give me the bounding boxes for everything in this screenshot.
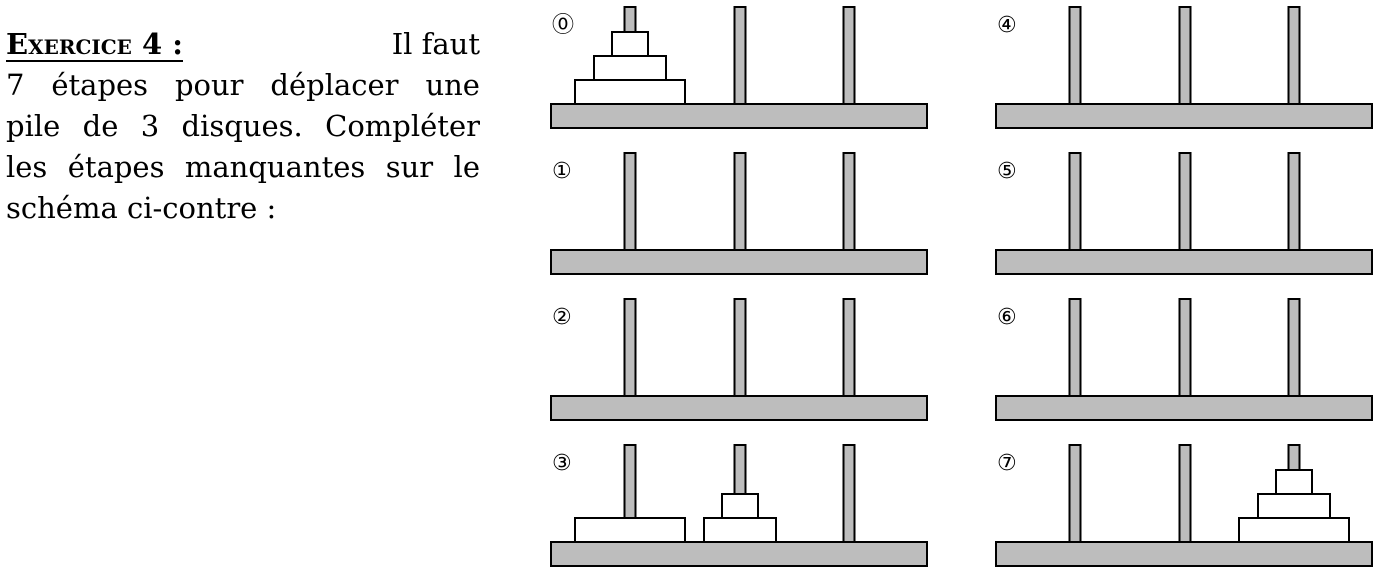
disk-small bbox=[1275, 469, 1313, 495]
rod-1 bbox=[623, 152, 637, 251]
base-plate bbox=[995, 103, 1373, 129]
rod-2 bbox=[1178, 444, 1192, 543]
base-plate bbox=[550, 541, 928, 567]
text-line-4: les étapes manquantes sur le bbox=[6, 147, 480, 188]
rod-3 bbox=[842, 6, 856, 105]
disk-large bbox=[574, 517, 686, 543]
word: une bbox=[425, 68, 480, 102]
disk-medium bbox=[593, 55, 667, 81]
word: de bbox=[82, 109, 119, 143]
rod-2 bbox=[1178, 152, 1192, 251]
text-line-2: 7 étapes pour déplacer une bbox=[6, 65, 480, 106]
disk-large bbox=[574, 79, 686, 105]
disk-small bbox=[611, 31, 649, 57]
step-label: ⑦ bbox=[997, 451, 1017, 476]
disk-small bbox=[721, 493, 759, 519]
rod-3 bbox=[842, 444, 856, 543]
word: manquantes bbox=[184, 150, 366, 184]
word: 3 bbox=[140, 109, 160, 143]
rod-2 bbox=[733, 298, 747, 397]
step-label: ② bbox=[552, 305, 572, 330]
step-label: ⓪ bbox=[552, 13, 574, 38]
text-line-5: schéma ci-contre : bbox=[6, 188, 480, 229]
base-plate bbox=[550, 249, 928, 275]
word: pile bbox=[6, 109, 61, 143]
word: le bbox=[453, 150, 480, 184]
rod-2 bbox=[1178, 6, 1192, 105]
exercise-text: Exercice 4 : Il faut 7 étapes pour dépla… bbox=[6, 24, 480, 229]
step-label: ③ bbox=[552, 451, 572, 476]
rod-2 bbox=[733, 152, 747, 251]
step-label: ⑤ bbox=[997, 159, 1017, 184]
word: pour bbox=[174, 68, 244, 102]
text-line-1: Exercice 4 : Il faut bbox=[6, 24, 480, 65]
disk-medium bbox=[1257, 493, 1331, 519]
base-plate bbox=[550, 395, 928, 421]
word: étapes bbox=[51, 68, 149, 102]
text-segment: Il faut bbox=[391, 27, 480, 61]
rod-3 bbox=[842, 152, 856, 251]
disk-medium bbox=[703, 517, 777, 543]
base-plate bbox=[995, 541, 1373, 567]
base-plate bbox=[995, 395, 1373, 421]
base-plate bbox=[995, 249, 1373, 275]
disk-large bbox=[1238, 517, 1350, 543]
rod-1 bbox=[1068, 444, 1082, 543]
word: sur bbox=[385, 150, 434, 184]
rod-3 bbox=[1287, 298, 1301, 397]
text-segment: schéma ci-contre : bbox=[6, 191, 277, 225]
step-label: ④ bbox=[997, 13, 1017, 38]
text-line-3: pile de 3 disques. Compléter bbox=[6, 106, 480, 147]
rod-3 bbox=[1287, 6, 1301, 105]
rod-2 bbox=[733, 6, 747, 105]
word: disques. bbox=[181, 109, 303, 143]
word: 7 bbox=[6, 68, 25, 102]
rod-1 bbox=[1068, 152, 1082, 251]
rod-2 bbox=[1178, 298, 1192, 397]
word: Compléter bbox=[325, 109, 480, 143]
exercise-heading: Exercice 4 : bbox=[6, 27, 183, 61]
word: déplacer bbox=[270, 68, 399, 102]
rod-3 bbox=[842, 298, 856, 397]
word: les bbox=[6, 150, 48, 184]
base-plate bbox=[550, 103, 928, 129]
rod-1 bbox=[623, 298, 637, 397]
step-label: ① bbox=[552, 159, 572, 184]
rod-1 bbox=[1068, 298, 1082, 397]
word: étapes bbox=[67, 150, 165, 184]
rod-3 bbox=[1287, 152, 1301, 251]
step-label: ⑥ bbox=[997, 305, 1017, 330]
rod-1 bbox=[1068, 6, 1082, 105]
